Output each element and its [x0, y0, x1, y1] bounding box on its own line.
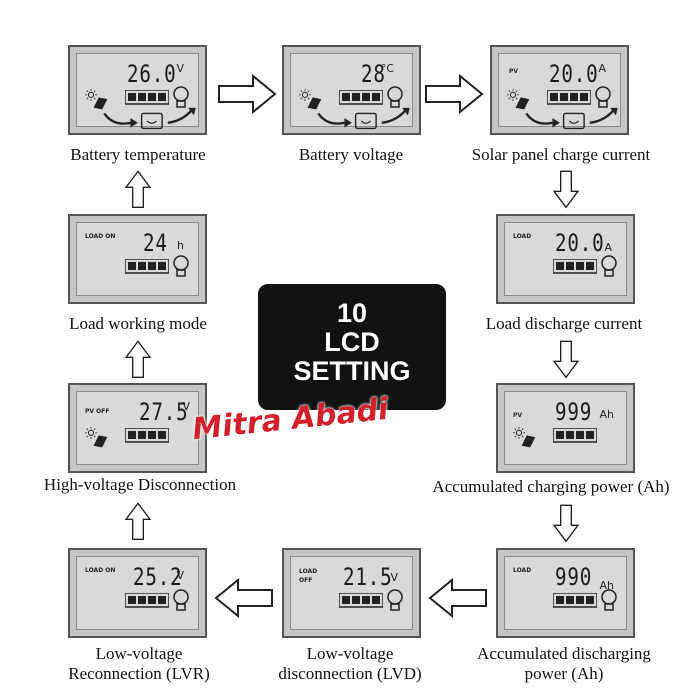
lcd-tag: LOAD — [513, 233, 531, 240]
arrow-left-icon — [428, 578, 488, 618]
lcd-digits: 26.0 — [127, 60, 176, 88]
lcd-panel-high-voltage-disconnection: PV OFF 27.5 V — [68, 383, 207, 473]
lcd-panel-load-working-mode: LOAD ON 24 h — [68, 214, 207, 304]
lcd-tag: PV — [509, 68, 518, 75]
lcd-unit: A — [598, 62, 606, 75]
caption-low-voltage-reconnection: Low-voltage Reconnection (LVR) — [30, 644, 248, 684]
lcd-unit: °C — [381, 62, 394, 75]
lcd-digits: 20.0 — [549, 60, 598, 88]
bulb-icon — [386, 587, 404, 613]
arrow-up-icon — [118, 502, 158, 542]
lcd-panel-low-voltage-reconnection: LOAD ON 25.2 V — [68, 548, 207, 638]
caption-line: disconnection (LVD) — [244, 664, 456, 684]
arrow-right-icon — [217, 74, 277, 114]
lcd-digits: 24 — [143, 229, 168, 257]
arrow-left-icon — [214, 578, 274, 618]
lcd-screen: PV 999 Ah — [504, 391, 627, 465]
lcd-screen: LOAD OFF 21.5 V — [290, 556, 413, 630]
energy-flow-icon — [95, 106, 205, 134]
lcd-unit: V — [176, 569, 184, 582]
bulb-icon — [600, 587, 618, 613]
lcd-panel-load-discharge-current: LOAD 20.0 A — [496, 214, 635, 304]
lcd-tag: PV OFF — [85, 408, 109, 415]
lcd-unit: V — [176, 62, 184, 75]
battery-icon — [553, 259, 597, 275]
arrow-down-icon — [546, 504, 586, 544]
lcd-panel-accumulated-charging-power: PV 999 Ah — [496, 383, 635, 473]
lcd-unit: V — [390, 571, 398, 584]
lcd-screen: 28 °C — [290, 53, 413, 127]
solar-panel-icon — [513, 426, 537, 450]
battery-icon — [553, 428, 597, 444]
lcd-digits: 999 — [555, 398, 592, 426]
caption-load-discharge-current: Load discharge current — [458, 314, 670, 334]
lcd-digits: 27.5 — [139, 398, 188, 426]
lcd-unit: Ah — [600, 408, 615, 421]
battery-icon — [339, 593, 383, 609]
bulb-icon — [172, 253, 190, 279]
lcd-panel-battery-voltage: 28 °C — [282, 45, 421, 135]
arrow-up-icon — [118, 340, 158, 380]
arrow-up-icon — [118, 170, 158, 210]
caption-battery-voltage: Battery voltage — [251, 145, 451, 165]
caption-solar-charge-current: Solar panel charge current — [455, 145, 667, 165]
lcd-digits: 20.0 — [555, 229, 604, 257]
arrow-down-icon — [546, 170, 586, 210]
battery-icon — [125, 90, 169, 106]
caption-load-working-mode: Load working mode — [38, 314, 238, 334]
caption-line: Low-voltage — [30, 644, 248, 664]
lcd-screen: PV OFF 27.5 V — [76, 391, 199, 465]
energy-flow-icon — [517, 106, 627, 134]
title-setting: SETTING — [258, 357, 446, 386]
battery-icon — [553, 593, 597, 609]
caption-low-voltage-disconnection: Low-voltage disconnection (LVD) — [244, 644, 456, 684]
lcd-screen: LOAD ON 25.2 V — [76, 556, 199, 630]
battery-icon — [339, 90, 383, 106]
battery-icon — [125, 593, 169, 609]
lcd-panel-solar-charge-current: PV 20.0 A — [490, 45, 629, 135]
caption-accumulated-charging-power: Accumulated charging power (Ah) — [408, 477, 694, 497]
arrow-down-icon — [546, 340, 586, 380]
title-lcd: LCD — [258, 328, 446, 357]
lcd-tag: LOAD ON — [85, 567, 115, 574]
lcd-panel-low-voltage-disconnection: LOAD OFF 21.5 V — [282, 548, 421, 638]
title-number: 10 — [258, 299, 446, 328]
caption-line: Low-voltage — [244, 644, 456, 664]
lcd-screen: LOAD ON 24 h — [76, 222, 199, 296]
bulb-icon — [172, 587, 190, 613]
lcd-panel-accumulated-discharging-power: LOAD 990 Ah — [496, 548, 635, 638]
caption-battery-temperature: Battery temperature — [38, 145, 238, 165]
lcd-tag: LOAD OFF — [299, 567, 329, 585]
bulb-icon — [600, 253, 618, 279]
caption-line: power (Ah) — [448, 664, 680, 684]
caption-accumulated-discharging-power: Accumulated discharging power (Ah) — [448, 644, 680, 684]
battery-icon — [125, 428, 169, 444]
title-box: 10 LCD SETTING — [258, 284, 446, 410]
caption-line: Accumulated discharging — [448, 644, 680, 664]
lcd-screen: LOAD 990 Ah — [504, 556, 627, 630]
lcd-unit: V — [182, 400, 190, 413]
lcd-unit: h — [177, 239, 184, 252]
battery-icon — [547, 90, 591, 106]
caption-high-voltage-disconnection: High-voltage Disconnection — [20, 475, 260, 495]
caption-line: Reconnection (LVR) — [30, 664, 248, 684]
lcd-tag: LOAD ON — [85, 233, 115, 240]
lcd-screen: LOAD 20.0 A — [504, 222, 627, 296]
lcd-digits: 990 — [555, 563, 592, 591]
lcd-screen: PV 20.0 A — [498, 53, 621, 127]
energy-flow-icon — [309, 106, 419, 134]
solar-panel-icon — [85, 426, 109, 450]
lcd-tag: PV — [513, 412, 522, 419]
lcd-tag: LOAD — [513, 567, 531, 574]
battery-icon — [125, 259, 169, 275]
arrow-right-icon — [424, 74, 484, 114]
lcd-screen: 26.0 V — [76, 53, 199, 127]
lcd-panel-battery-temperature: 26.0 V — [68, 45, 207, 135]
